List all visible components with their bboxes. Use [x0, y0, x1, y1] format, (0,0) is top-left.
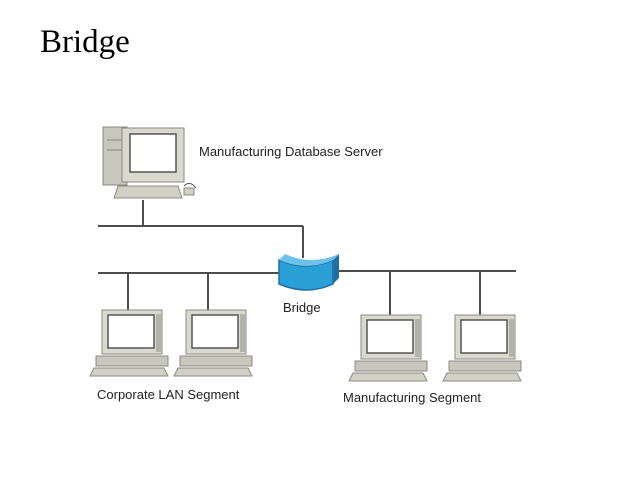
network-wires — [98, 200, 516, 315]
manufacturing-segment-label: Manufacturing Segment — [343, 390, 481, 405]
slide-title: Bridge — [40, 24, 130, 60]
corporate-computer-1-icon — [89, 309, 169, 377]
manufacturing-computer-1-icon — [348, 314, 428, 382]
manufacturing-computer-2-icon — [442, 314, 522, 382]
server-computer-icon — [102, 126, 197, 199]
bridge-icon — [278, 254, 339, 291]
corporate-segment-label: Corporate LAN Segment — [97, 387, 240, 402]
bridge-label: Bridge — [283, 300, 321, 315]
server-label: Manufacturing Database Server — [199, 144, 383, 159]
corporate-computer-2-icon — [173, 309, 253, 377]
